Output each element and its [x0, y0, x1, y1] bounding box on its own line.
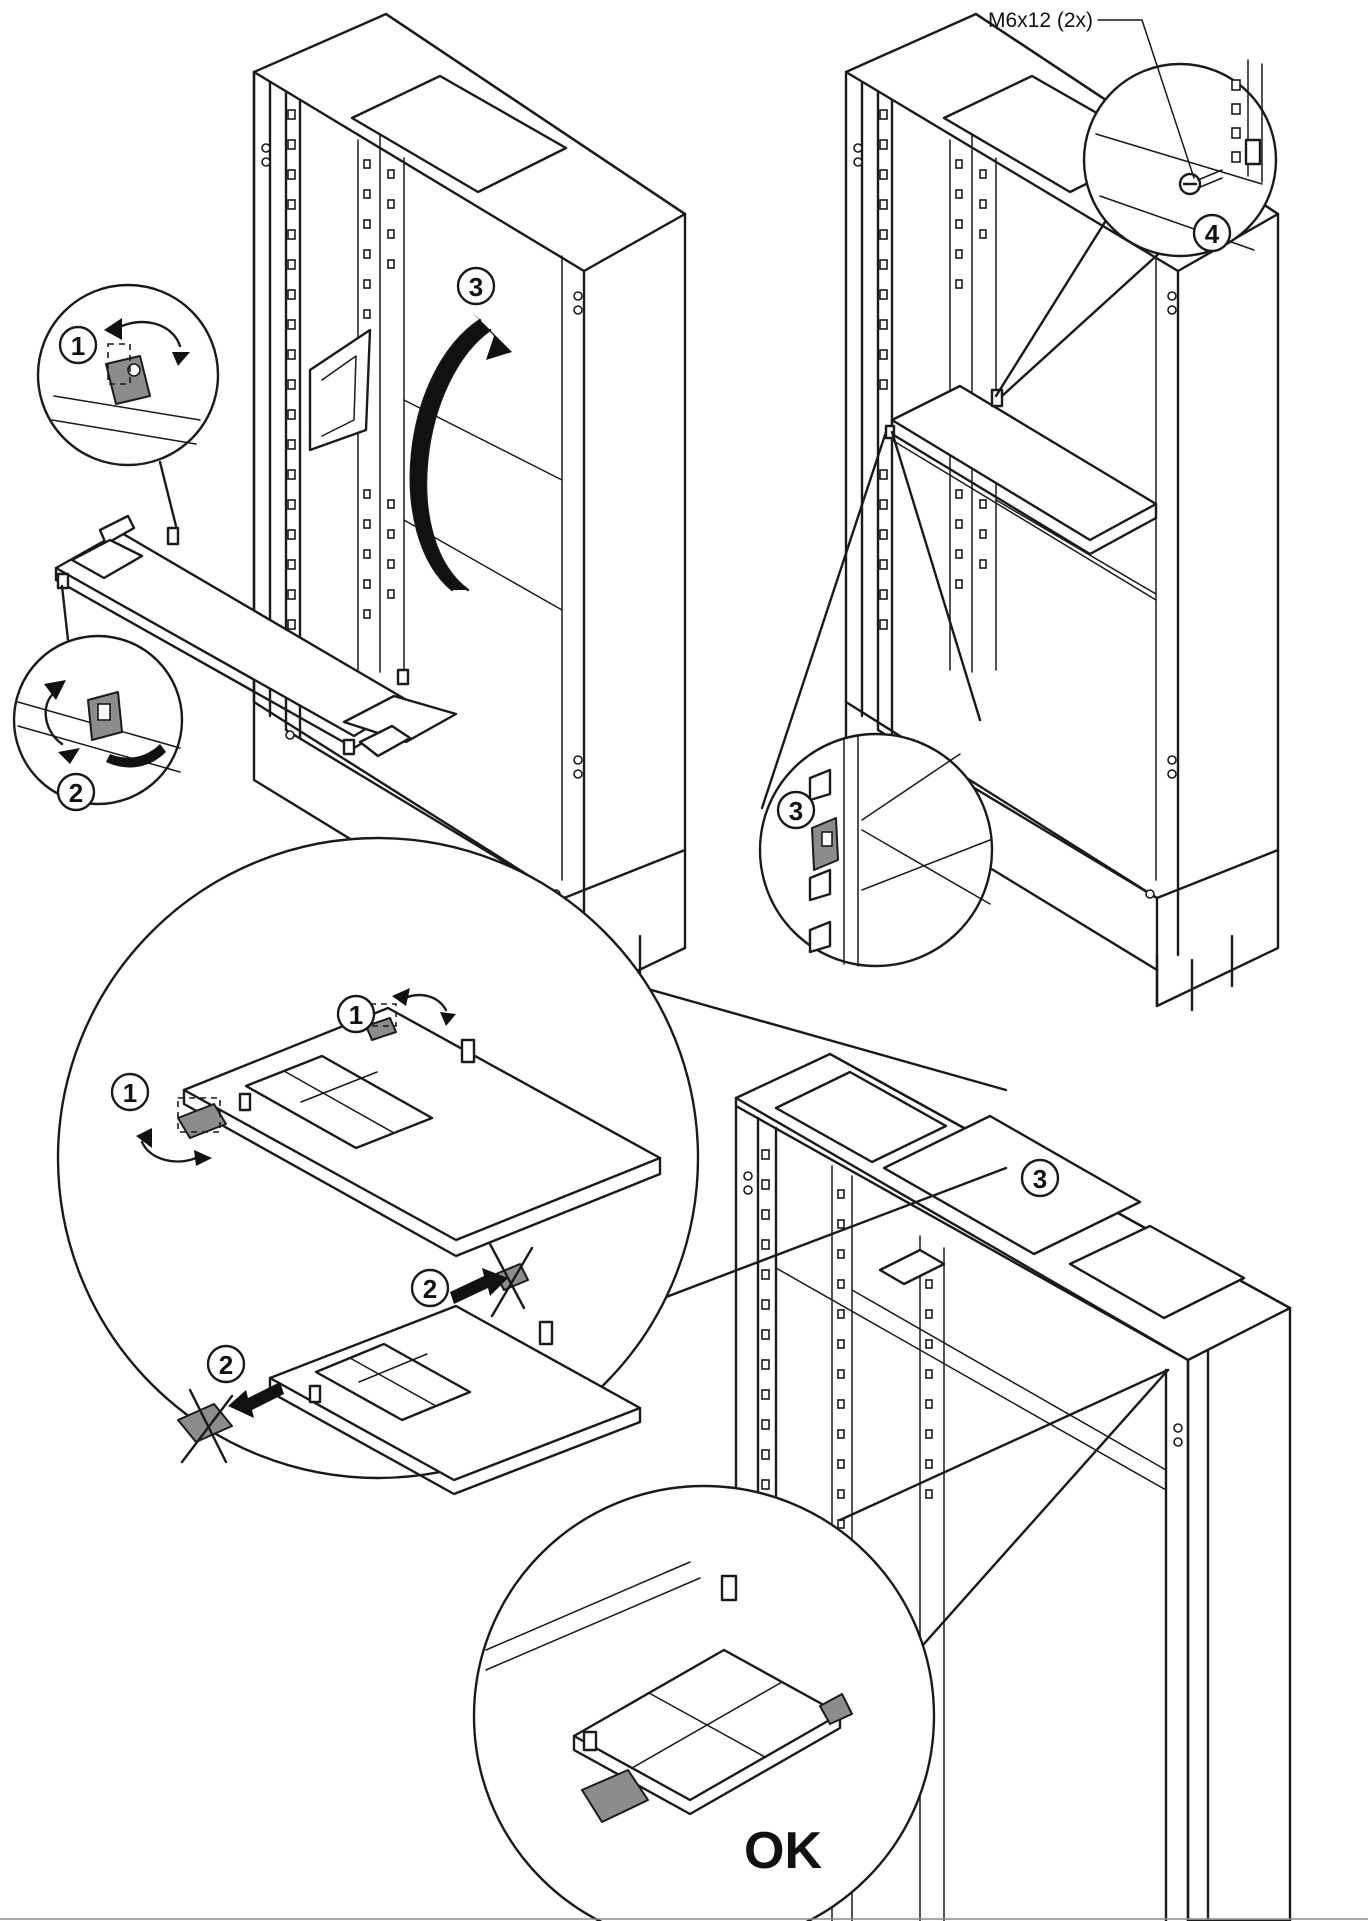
ok-label: OK [744, 1822, 822, 1880]
detail-circle-2: 2 [12, 584, 184, 812]
shelf-tray-1 [54, 514, 458, 758]
step-2-badge-a: 2 [410, 1268, 450, 1308]
step-1-badge: 1 [58, 325, 98, 365]
push-arrow-icon [228, 1268, 508, 1418]
rotate-arrow-icon [136, 988, 456, 1166]
svg-text:1: 1 [71, 331, 85, 361]
rail-perforations-2 [853, 109, 1177, 899]
step-3-badge: 3 [456, 266, 496, 306]
step-4-badge: 4 [1192, 213, 1232, 253]
step-1-badge-a: 1 [336, 994, 376, 1034]
screw-icon [1178, 169, 1223, 196]
step-3-badge-detail: 3 [776, 790, 816, 830]
detail-circle-wrong: 1 1 [56, 836, 1008, 1496]
svg-text:1: 1 [123, 1078, 137, 1108]
step-2-badge-b: 2 [206, 1344, 246, 1384]
cabinet-body-1 [252, 12, 687, 1012]
cross-mark-icon [180, 1242, 534, 1464]
svg-text:3: 3 [1033, 1164, 1047, 1194]
panel-bottom: 1 1 [56, 836, 1292, 1921]
svg-text:2: 2 [423, 1274, 437, 1304]
svg-text:M6x12 (2x): M6x12 (2x) [988, 9, 1093, 32]
detail-circle-1: 1 [36, 283, 220, 528]
svg-text:2: 2 [69, 778, 83, 808]
step-1-badge-b: 1 [110, 1072, 150, 1112]
tray-detail-upper: 1 1 [110, 988, 662, 1258]
tray-detail-lower: 2 2 [177, 1242, 642, 1496]
svg-text:3: 3 [469, 272, 483, 302]
step-2-badge: 2 [56, 772, 96, 812]
rotate-arrow-icon [409, 312, 512, 592]
svg-text:1: 1 [349, 1000, 363, 1030]
detail-circle-3: 3 [758, 430, 994, 968]
screw-callout: M6x12 (2x) [988, 9, 1195, 179]
panel-top-left: 1 2 3 [12, 12, 687, 1012]
rotate-arrow-icon [104, 318, 190, 366]
detail-circle-ok: 3 OK [472, 1158, 1170, 1921]
rail-perforations-1 [261, 109, 583, 899]
detail-circle-4: 4 [994, 59, 1278, 398]
step-3-badge-ok: 3 [1020, 1158, 1060, 1198]
rotate-arrow-icon [44, 680, 166, 768]
panel-top-right: 4 M6x12 (2x) 3 [758, 9, 1280, 1012]
svg-text:2: 2 [219, 1350, 233, 1380]
svg-text:4: 4 [1205, 219, 1220, 249]
svg-text:3: 3 [789, 796, 803, 826]
